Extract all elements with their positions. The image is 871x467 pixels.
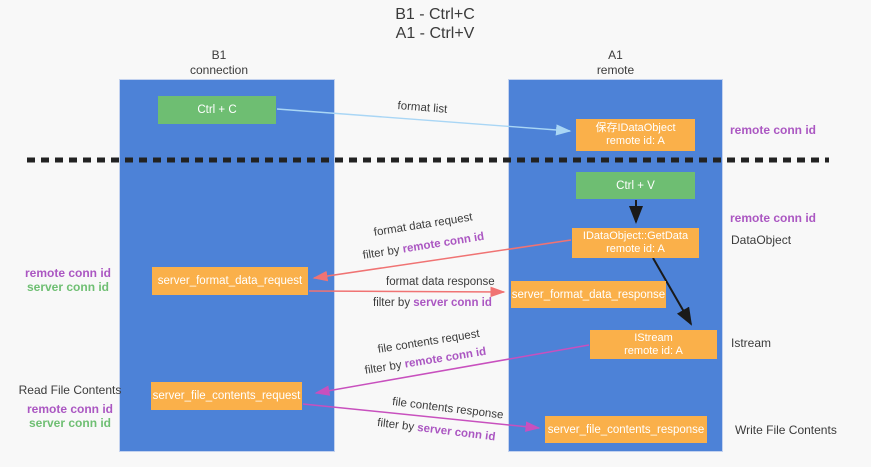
diagram-title-line1: B1 - Ctrl+C: [395, 6, 475, 23]
lane-a1-role: remote: [596, 63, 635, 77]
annotation-server-conn-id-left: server conn id: [26, 280, 110, 294]
filter-prefix: filter by: [364, 359, 403, 377]
annotation-dataobject: DataObject: [731, 233, 792, 247]
node-ctrl-v-label: Ctrl + V: [616, 179, 655, 192]
node-file-request-label: server_file_contents_request: [152, 390, 301, 402]
arrow-label-file-response-filter: filter by server conn id: [377, 417, 496, 443]
arrow-label-format-data-response: format data response: [386, 276, 495, 288]
filter-key-server-conn-id: server conn id: [413, 297, 492, 309]
filter-prefix: filter by: [376, 417, 415, 434]
node-save-dataobject: 保存IDataObject remote id: A: [576, 119, 695, 151]
node-save-dataobject-line2: remote id: A: [606, 135, 665, 147]
annotation-istream: Istream: [731, 336, 772, 350]
node-format-response-label: server_format_data_response: [511, 288, 666, 301]
arrow-label-file-contents-response: file contents response: [391, 396, 505, 422]
diagram-title-line2: A1 - Ctrl+V: [395, 25, 475, 42]
annotation-remote-conn-id-mid: remote conn id: [730, 211, 817, 225]
node-istream-line1: IStream: [634, 331, 673, 344]
node-server-file-contents-request: server_file_contents_request: [151, 382, 302, 410]
filter-key-server-conn-id: server conn id: [416, 421, 497, 444]
node-getdata-line1: IDataObject::GetData: [582, 230, 689, 242]
node-save-dataobject-line1: 保存IDataObject: [595, 122, 676, 134]
annotation-write-file-contents: Write File Contents: [735, 423, 837, 437]
arrow-label-format-response-filter: filter by server conn id: [373, 297, 492, 309]
node-ctrl-c: Ctrl + C: [158, 96, 276, 124]
node-ctrl-c-label: Ctrl + C: [197, 104, 237, 116]
node-file-response-label: server_file_contents_response: [547, 423, 705, 436]
annotation-read-file-group: Read File Contents remote conn id server…: [14, 383, 126, 430]
filter-key-remote-conn-id: remote conn id: [401, 230, 486, 256]
node-server-format-data-request: server_format_data_request: [152, 267, 308, 295]
lane-a1-name: A1: [608, 48, 623, 62]
node-format-request-label: server_format_data_request: [157, 275, 303, 287]
arrow-label-format-list: format list: [397, 100, 448, 116]
node-idataobject-getdata: IDataObject::GetData remote id: A: [572, 228, 699, 258]
diagram-title: B1 - Ctrl+C A1 - Ctrl+V: [330, 5, 540, 43]
arrow-format-data-response: [308, 286, 506, 298]
lane-b1-name: B1: [211, 48, 227, 62]
annotation-remote-conn-id-left: remote conn id: [24, 266, 111, 280]
node-istream-line2: remote id: A: [624, 344, 683, 357]
lane-b1-role: connection: [189, 63, 249, 77]
node-getdata-line2: remote id: A: [606, 243, 665, 255]
node-istream: IStream remote id: A: [590, 330, 717, 359]
node-server-file-contents-response: server_file_contents_response: [545, 416, 707, 443]
lane-header-a1: A1 remote: [508, 48, 723, 78]
annotation-remote-conn-id-bottom: remote conn id: [26, 402, 113, 416]
node-server-format-data-response: server_format_data_response: [511, 281, 666, 308]
annotation-remote-conn-id-top: remote conn id: [730, 123, 817, 137]
filter-prefix: filter by: [362, 244, 401, 262]
annotation-read-file-contents: Read File Contents: [18, 383, 122, 397]
filter-prefix: filter by: [373, 297, 411, 309]
annotation-left-conn-ids: remote conn id server conn id: [14, 266, 122, 294]
annotation-server-conn-id-bottom: server conn id: [28, 416, 112, 430]
lane-header-b1: B1 connection: [119, 48, 319, 78]
node-ctrl-v: Ctrl + V: [576, 172, 695, 199]
